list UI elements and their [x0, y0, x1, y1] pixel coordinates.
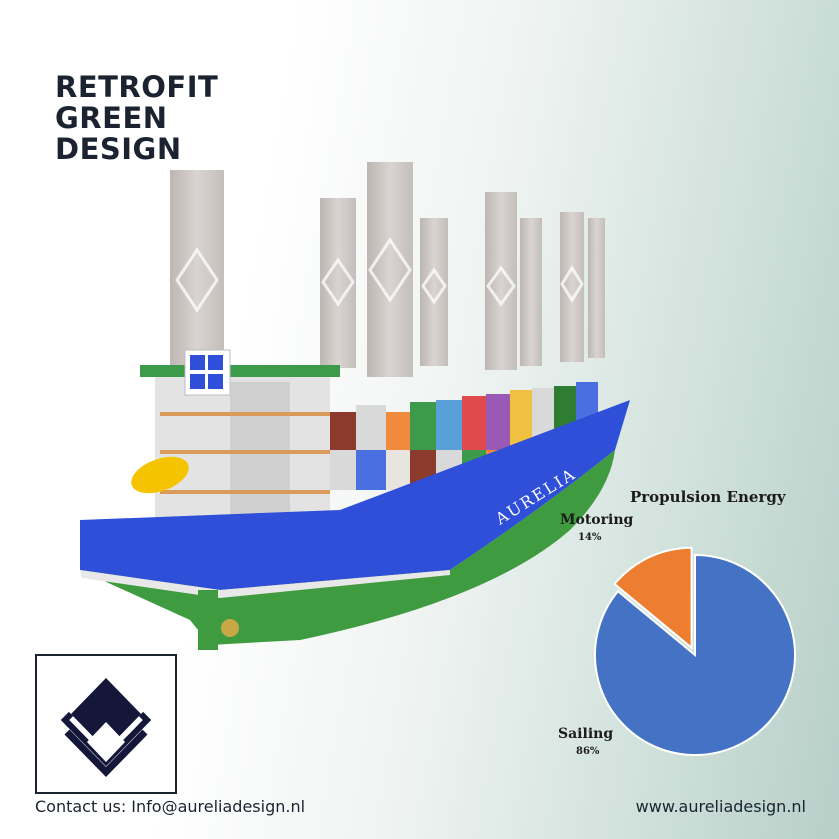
- slice-label-sailing: Sailing: [558, 726, 613, 742]
- headline-line-2: GREEN: [55, 101, 168, 135]
- lifeboat: [131, 456, 189, 494]
- pie-slice-motoring: [613, 546, 693, 650]
- sails: [170, 162, 605, 377]
- website-link[interactable]: www.aureliadesign.nl: [635, 797, 806, 816]
- chart-title: Propulsion Energy: [630, 488, 787, 506]
- hull: AURELIA: [80, 400, 630, 650]
- sail: [170, 170, 224, 370]
- propulsion-energy-chart: Propulsion Energy Sailing 86% Motoring 14%: [558, 488, 796, 757]
- sail: [367, 162, 413, 377]
- headline: RETROFIT GREEN DESIGN: [55, 72, 218, 165]
- sail: [520, 218, 542, 366]
- pie-labels: Sailing 86% Motoring 14%: [558, 512, 634, 757]
- pie-slice-sailing: [594, 553, 796, 756]
- pie-slices: [594, 546, 796, 756]
- ship-illustration: AURELIA: [80, 162, 630, 650]
- contact-email[interactable]: Contact us: Info@aureliadesign.nl: [35, 797, 306, 816]
- headline-line-1: RETROFIT: [55, 70, 219, 104]
- propeller-icon: [221, 619, 239, 637]
- logo: [35, 654, 177, 794]
- rudder: [198, 590, 218, 650]
- sail: [320, 198, 356, 368]
- slice-value-sailing: 86%: [576, 746, 600, 757]
- sail: [420, 218, 448, 366]
- logo-icon: [60, 678, 152, 778]
- headline-line-3: DESIGN: [55, 132, 182, 166]
- slice-value-motoring: 14%: [578, 532, 602, 543]
- sail: [588, 218, 605, 358]
- slice-label-motoring: Motoring: [560, 512, 634, 528]
- superstructure: [131, 349, 340, 527]
